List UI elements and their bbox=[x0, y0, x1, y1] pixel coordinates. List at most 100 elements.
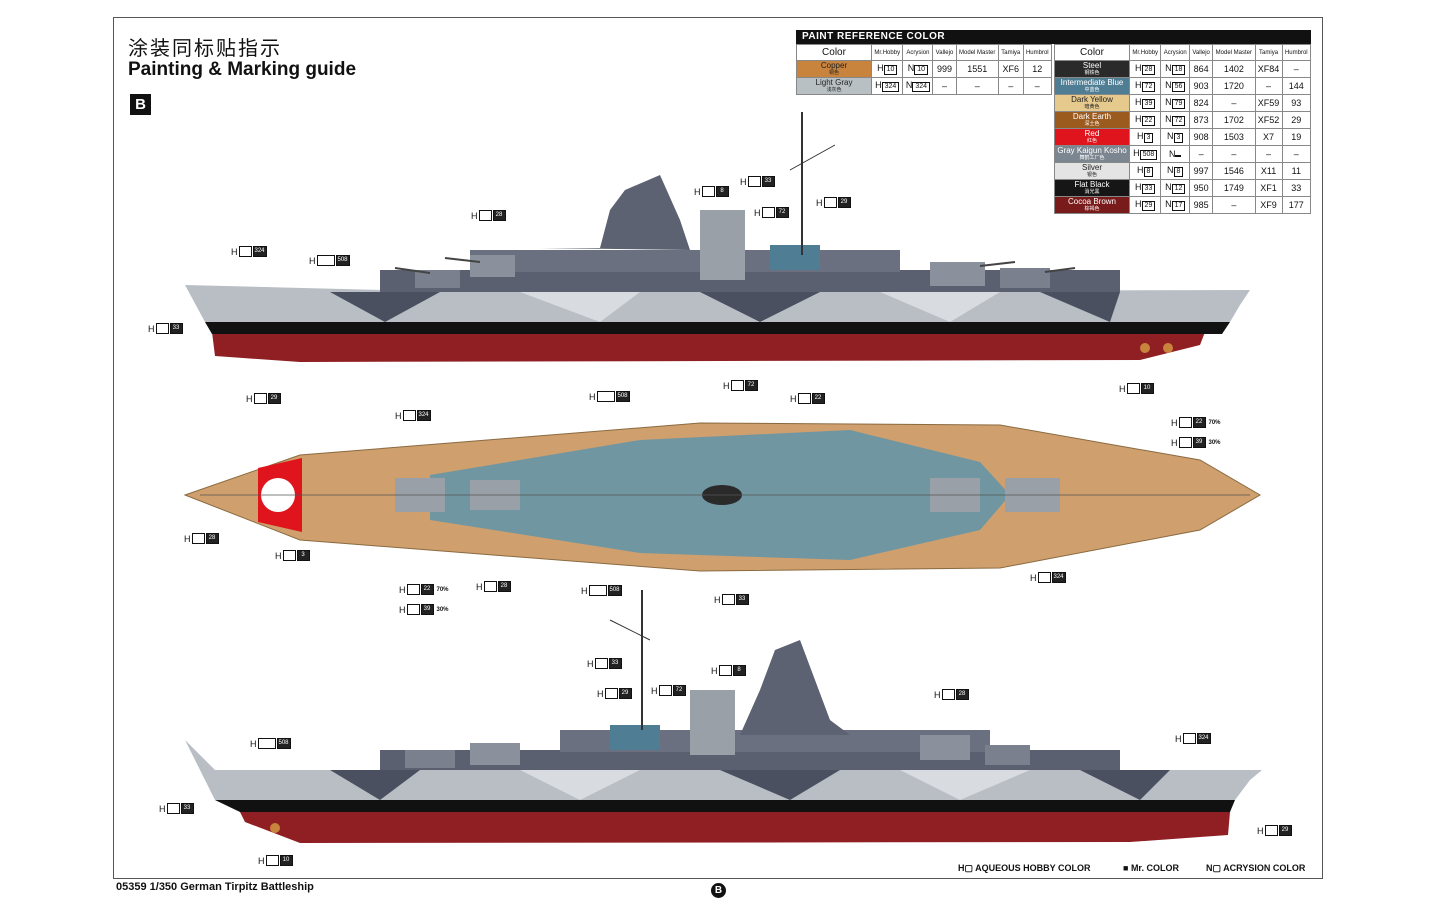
callout-box-light bbox=[596, 391, 615, 402]
vallejo-cell: 908 bbox=[1189, 128, 1214, 146]
mrhobby-code: 39 bbox=[1141, 99, 1156, 109]
tamiya-cell: X11 bbox=[1254, 162, 1283, 180]
mrhobby-code: 10 bbox=[883, 65, 898, 75]
callout-code: 508 bbox=[276, 738, 291, 749]
column-header: Acrysion bbox=[902, 44, 934, 61]
callout-prefix: H bbox=[275, 550, 282, 561]
callout-box-light bbox=[594, 658, 608, 669]
callout-code: 33 bbox=[169, 323, 183, 334]
callout-percent: 30% bbox=[436, 606, 449, 613]
callout-box-light bbox=[238, 246, 252, 257]
callout-code: 22 bbox=[420, 584, 434, 595]
column-header: Model Master bbox=[1212, 44, 1256, 61]
callout-code: 324 bbox=[252, 246, 267, 257]
sheet-border bbox=[113, 17, 1323, 879]
acrysion-code: 18 bbox=[1171, 65, 1186, 75]
callout-code: 29 bbox=[618, 688, 632, 699]
humbrol-cell: 12 bbox=[1022, 60, 1053, 78]
callout-percent: 70% bbox=[1208, 419, 1221, 426]
mrhobby-code: 29 bbox=[1141, 201, 1156, 211]
callout-prefix: H bbox=[694, 186, 701, 197]
mrhobby-code: 8 bbox=[1143, 167, 1154, 177]
column-header: Humbrol bbox=[1281, 44, 1312, 61]
callout-box-light bbox=[747, 176, 761, 187]
tamiya-cell: XF9 bbox=[1254, 196, 1283, 214]
callout-percent: 30% bbox=[1208, 439, 1221, 446]
callout-code: 39 bbox=[420, 604, 434, 615]
callout-box-light bbox=[402, 410, 416, 421]
callout-box-light bbox=[282, 550, 296, 561]
callout-box-light bbox=[941, 689, 955, 700]
legend-mrcolor-text: Mr. COLOR bbox=[1130, 863, 1179, 873]
legend-acrysion: N▢ ACRYSION COLOR bbox=[1206, 863, 1306, 873]
color-name-cn: 暗黄色 bbox=[1084, 104, 1100, 110]
callout-prefix: H bbox=[246, 393, 253, 404]
callout-box-light bbox=[1037, 572, 1051, 583]
humbrol-cell: 19 bbox=[1281, 128, 1312, 146]
tamiya-cell: X7 bbox=[1254, 128, 1283, 146]
humbrol-cell: 29 bbox=[1281, 111, 1312, 129]
column-header: Vallejo bbox=[1189, 44, 1214, 61]
acrysion-code: 79 bbox=[1171, 99, 1186, 109]
mrhobby-code: 3 bbox=[1143, 133, 1154, 143]
callout-prefix: H bbox=[1119, 383, 1126, 394]
callout-box-light bbox=[721, 594, 735, 605]
callout-code: 28 bbox=[955, 689, 969, 700]
callout-box-light bbox=[658, 685, 672, 696]
column-header: Tamiya bbox=[1254, 44, 1283, 61]
acrysion-code: 324 bbox=[912, 82, 931, 92]
tamiya-cell: XF52 bbox=[1254, 111, 1283, 129]
callout-code: 28 bbox=[497, 581, 511, 592]
column-header: Humbrol bbox=[1022, 44, 1053, 61]
callout-prefix: H bbox=[184, 533, 191, 544]
vallejo-cell: – bbox=[1189, 145, 1214, 163]
callout-code: 10 bbox=[279, 855, 293, 866]
modelmaster-cell: 1702 bbox=[1212, 111, 1256, 129]
vallejo-cell: 985 bbox=[1189, 196, 1214, 214]
legend-acrysion-text: ACRYSION COLOR bbox=[1223, 863, 1306, 873]
callout-prefix: H bbox=[399, 584, 406, 595]
callout-prefix: H bbox=[651, 685, 658, 696]
callout-box-light bbox=[191, 533, 205, 544]
vallejo-cell: 999 bbox=[932, 60, 957, 78]
acrysion-code: 72 bbox=[1171, 116, 1186, 126]
column-header: Vallejo bbox=[932, 44, 957, 61]
humbrol-cell: – bbox=[1281, 60, 1312, 78]
